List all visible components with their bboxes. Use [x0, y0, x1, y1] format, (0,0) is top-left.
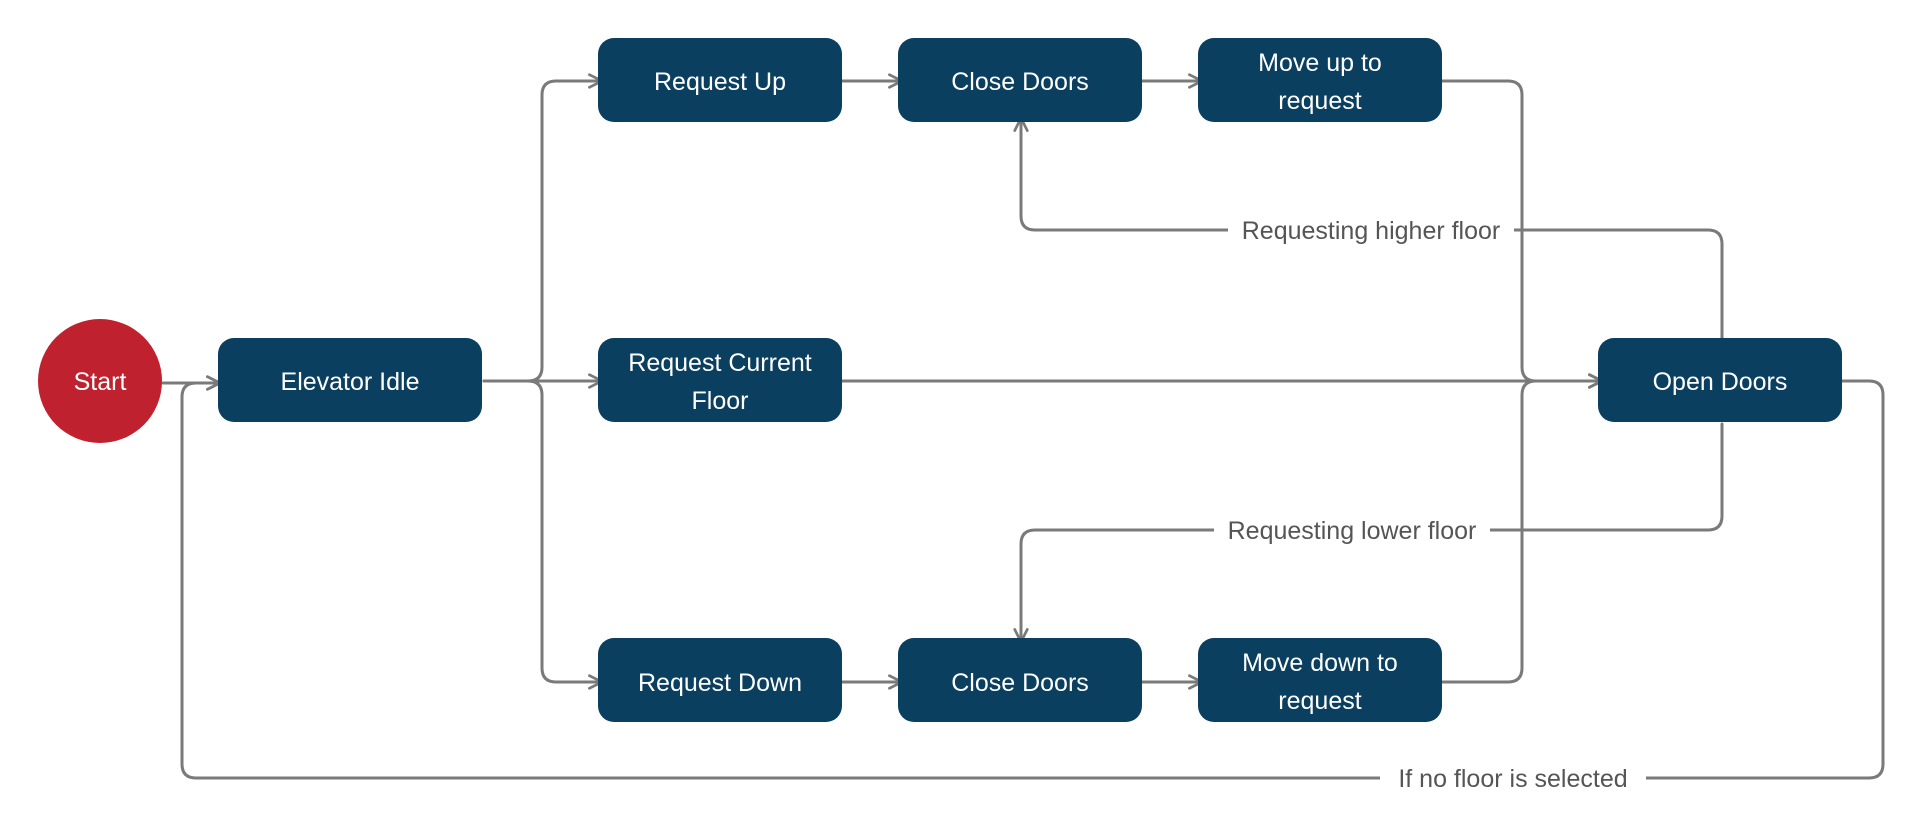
node-move-up-label-line2: request	[1278, 87, 1361, 115]
node-open-doors-label: Open Doors	[1653, 368, 1788, 396]
label-if-no-floor-selected: If no floor is selected	[1398, 765, 1627, 793]
node-request-up: Request Up	[598, 38, 842, 122]
nodes: Start Elevator Idle Request Up Close Doo…	[38, 38, 1842, 722]
label-requesting-higher-floor: Requesting higher floor	[1242, 217, 1501, 245]
node-request-down: Request Down	[598, 638, 842, 722]
node-open-doors: Open Doors	[1598, 338, 1842, 422]
node-elevator-idle-label: Elevator Idle	[281, 368, 420, 396]
node-request-current-label-line1: Request Current	[628, 349, 811, 377]
node-close-doors-down-label: Close Doors	[951, 669, 1089, 697]
label-requesting-lower-floor: Requesting lower floor	[1228, 517, 1477, 545]
node-elevator-idle: Elevator Idle	[218, 338, 482, 422]
node-move-down: Move down to request	[1198, 638, 1442, 722]
node-request-up-label: Request Up	[654, 68, 786, 96]
node-request-current-floor: Request Current Floor	[598, 338, 842, 422]
node-move-down-label-line1: Move down to	[1242, 649, 1398, 677]
node-close-doors-up: Close Doors	[898, 38, 1142, 122]
node-request-current-label-line2: Floor	[692, 387, 749, 415]
node-move-up: Move up to request	[1198, 38, 1442, 122]
edge-idle-to-request-up	[482, 73, 604, 383]
node-move-down-label-line2: request	[1278, 687, 1361, 715]
node-close-doors-down: Close Doors	[898, 638, 1142, 722]
node-request-down-label: Request Down	[638, 669, 802, 697]
node-start-label: Start	[74, 368, 127, 396]
edge-labels: Requesting higher floor Requesting lower…	[1214, 212, 1646, 796]
node-close-doors-up-label: Close Doors	[951, 68, 1089, 96]
edge-open-doors-to-idle	[180, 375, 1885, 780]
node-move-up-label-line1: Move up to	[1258, 49, 1382, 77]
node-start: Start	[38, 319, 162, 443]
edge-idle-to-request-down	[482, 379, 604, 690]
